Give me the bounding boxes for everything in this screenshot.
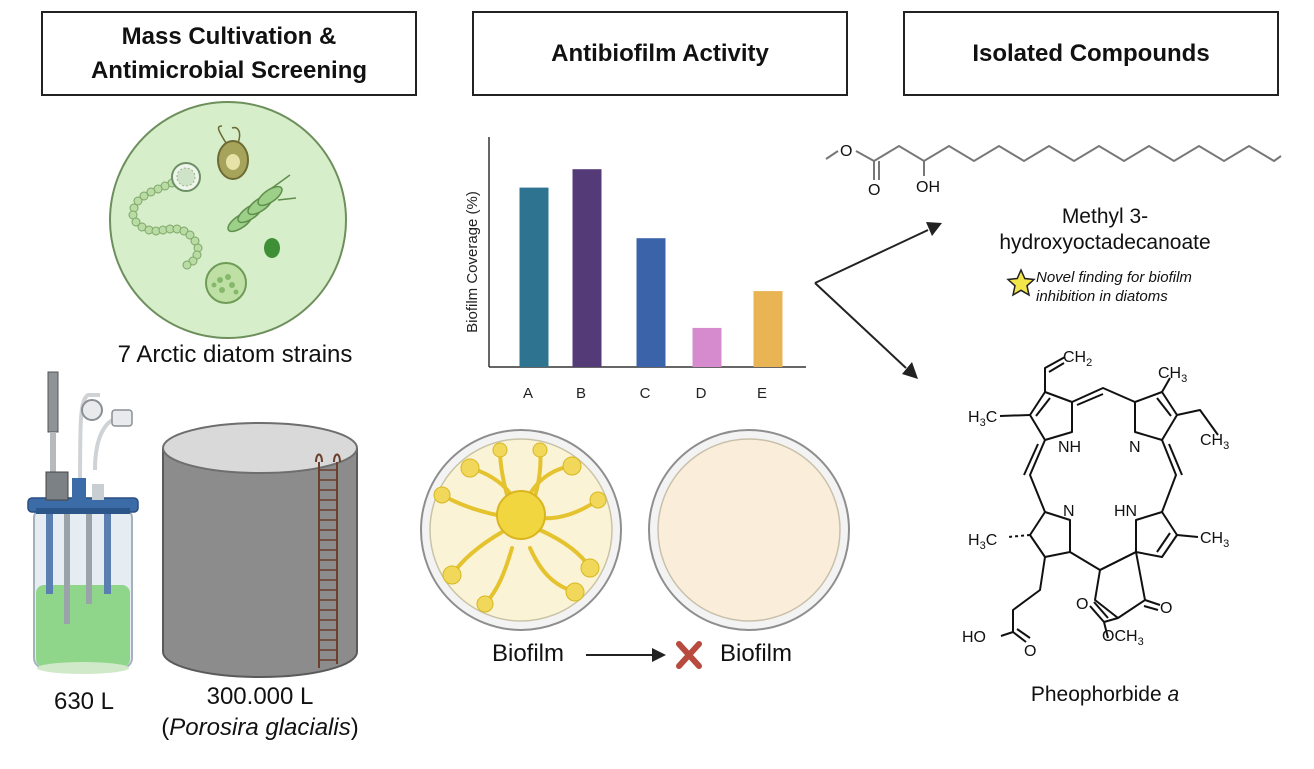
vinyl-ch2: CH2 [1063, 349, 1092, 369]
x-tick-label-e: E [757, 385, 767, 402]
methyl-top-ch3: CH3 [1158, 365, 1187, 385]
x-tick-label-c: C [640, 385, 651, 402]
volume-large-label: 300.000 L [206, 683, 314, 710]
species-label: (Porosira glacialis) [140, 714, 380, 742]
species-close-paren: ) [350, 714, 359, 741]
inhibition-x-icon [676, 641, 702, 669]
strains-label: 7 Arctic diatom strains [117, 341, 353, 368]
ketone-o-atom: O [1160, 600, 1172, 617]
compound2-name: Pheophorbide a [970, 683, 1240, 707]
hydroxyl-oh: OH [916, 179, 940, 196]
star-icon [1006, 268, 1036, 297]
biofilm-before-label: Biofilm [491, 640, 564, 667]
bar-b [572, 169, 602, 367]
pyrrole-hn-atom: HN [1114, 503, 1137, 520]
header-isolated-compounds: Isolated Compounds [903, 11, 1279, 96]
acid-o-atom: O [1024, 643, 1036, 660]
compound1-name-line2: hydroxyoctadecanoate [999, 231, 1211, 254]
ester-och3: OCH3 [1102, 628, 1144, 648]
novel-finding-note: Novel finding for biofilm inhibition in … [1036, 268, 1192, 306]
bar-c [636, 238, 666, 367]
ethyl-ch3: CH3 [1200, 432, 1229, 452]
header-isolated-compounds-text: Isolated Compounds [972, 39, 1210, 67]
methyl-right2-ch3: CH3 [1200, 530, 1229, 550]
species-open-paren: ( [161, 714, 170, 741]
header-antibiofilm: Antibiofilm Activity [472, 11, 848, 96]
header-antibiofilm-text: Antibiofilm Activity [551, 39, 769, 67]
ester-carbonyl-o-atom: O [1076, 596, 1088, 613]
acid-ho: HO [962, 629, 986, 646]
pyrrole-nh-atom: NH [1058, 439, 1081, 456]
biofilm-after-label: Biofilm [719, 640, 792, 667]
header-mass-cultivation-line2: Antimicrobial Screening [90, 56, 368, 84]
carbonyl-o-atom: O [868, 182, 880, 199]
compound2-name-italic: a [1167, 683, 1180, 706]
header-mass-cultivation-line1: Mass Cultivation & [121, 22, 337, 50]
pyrrole-n-atom-top: N [1129, 439, 1141, 456]
x-tick-label-a: A [523, 385, 533, 402]
bar-e [753, 291, 783, 367]
methyl-left2-h3c: H3C [968, 532, 997, 552]
bar-d [692, 327, 722, 367]
volume-small-label: 630 L [53, 688, 115, 715]
compound1-name-line1: Methyl 3- [1061, 205, 1149, 228]
novel-finding-line1: Novel finding for biofilm [1036, 269, 1192, 286]
x-tick-label-b: B [576, 385, 586, 402]
chart-y-axis-label: Biofilm Coverage (%) [464, 191, 481, 333]
methyl-left-h3c: H3C [968, 409, 997, 429]
species-name: Porosira glacialis [169, 714, 351, 741]
compound2-name-prefix: Pheophorbide [1030, 683, 1168, 706]
novel-finding-line2: inhibition in diatoms [1036, 288, 1168, 305]
x-tick-label-d: D [696, 385, 707, 402]
header-mass-cultivation: Mass Cultivation & Antimicrobial Screeni… [41, 11, 417, 96]
bar-a [519, 187, 549, 367]
pyrrole-n-atom-bottom: N [1063, 503, 1075, 520]
ester-o-atom: O [840, 143, 852, 160]
